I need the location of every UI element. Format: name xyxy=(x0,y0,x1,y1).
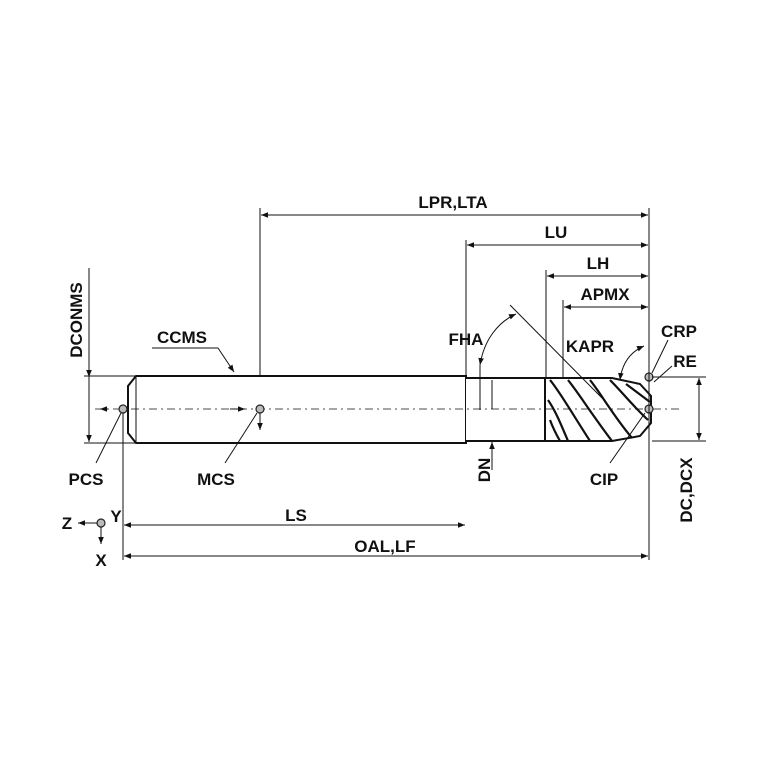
crp-leader xyxy=(651,339,669,374)
label-oal-lf: OAL,LF xyxy=(354,537,415,556)
pcs-leader xyxy=(95,412,122,464)
label-ccms: CCMS xyxy=(157,328,207,347)
pcs-point xyxy=(118,404,128,414)
tool-outline xyxy=(95,375,680,444)
cip-leader xyxy=(609,412,646,464)
fha-arc xyxy=(478,313,517,366)
mcs-leader xyxy=(224,412,258,464)
label-mcs: MCS xyxy=(197,470,235,489)
extension-lines xyxy=(84,208,706,560)
angles-and-leaders xyxy=(78,304,673,544)
label-cip: CIP xyxy=(590,470,618,489)
label-axis-x: X xyxy=(95,551,107,570)
neck xyxy=(466,377,546,442)
label-axis-z: Z xyxy=(62,514,72,533)
label-pcs: PCS xyxy=(69,470,104,489)
label-fha: FHA xyxy=(449,330,484,349)
label-apmx: APMX xyxy=(580,285,630,304)
label-lu: LU xyxy=(545,223,568,242)
label-ls: LS xyxy=(285,506,307,525)
re-leader xyxy=(653,365,673,383)
kapr-arc xyxy=(618,345,645,381)
label-lpr-lta: LPR,LTA xyxy=(418,193,487,212)
label-kapr: KAPR xyxy=(566,337,614,356)
label-dc-dcx: DC,DCX xyxy=(677,457,696,523)
dimension-lines xyxy=(86,212,702,559)
label-crp: CRP xyxy=(661,322,697,341)
mcs-point xyxy=(255,404,265,414)
shank xyxy=(127,375,467,444)
labels: LPR,LTA LU LH APMX CRP RE KAPR FHA CCMS … xyxy=(62,193,697,570)
label-axis-y: Y xyxy=(110,507,122,526)
label-lh: LH xyxy=(587,254,610,273)
fluted-head xyxy=(544,377,652,442)
flutes xyxy=(547,379,651,442)
label-dconms: DCONMS xyxy=(67,282,86,358)
axis-origin-point xyxy=(96,518,106,528)
fha-helix-line xyxy=(509,304,605,401)
label-re: RE xyxy=(673,352,697,371)
label-dn: DN xyxy=(475,458,494,483)
